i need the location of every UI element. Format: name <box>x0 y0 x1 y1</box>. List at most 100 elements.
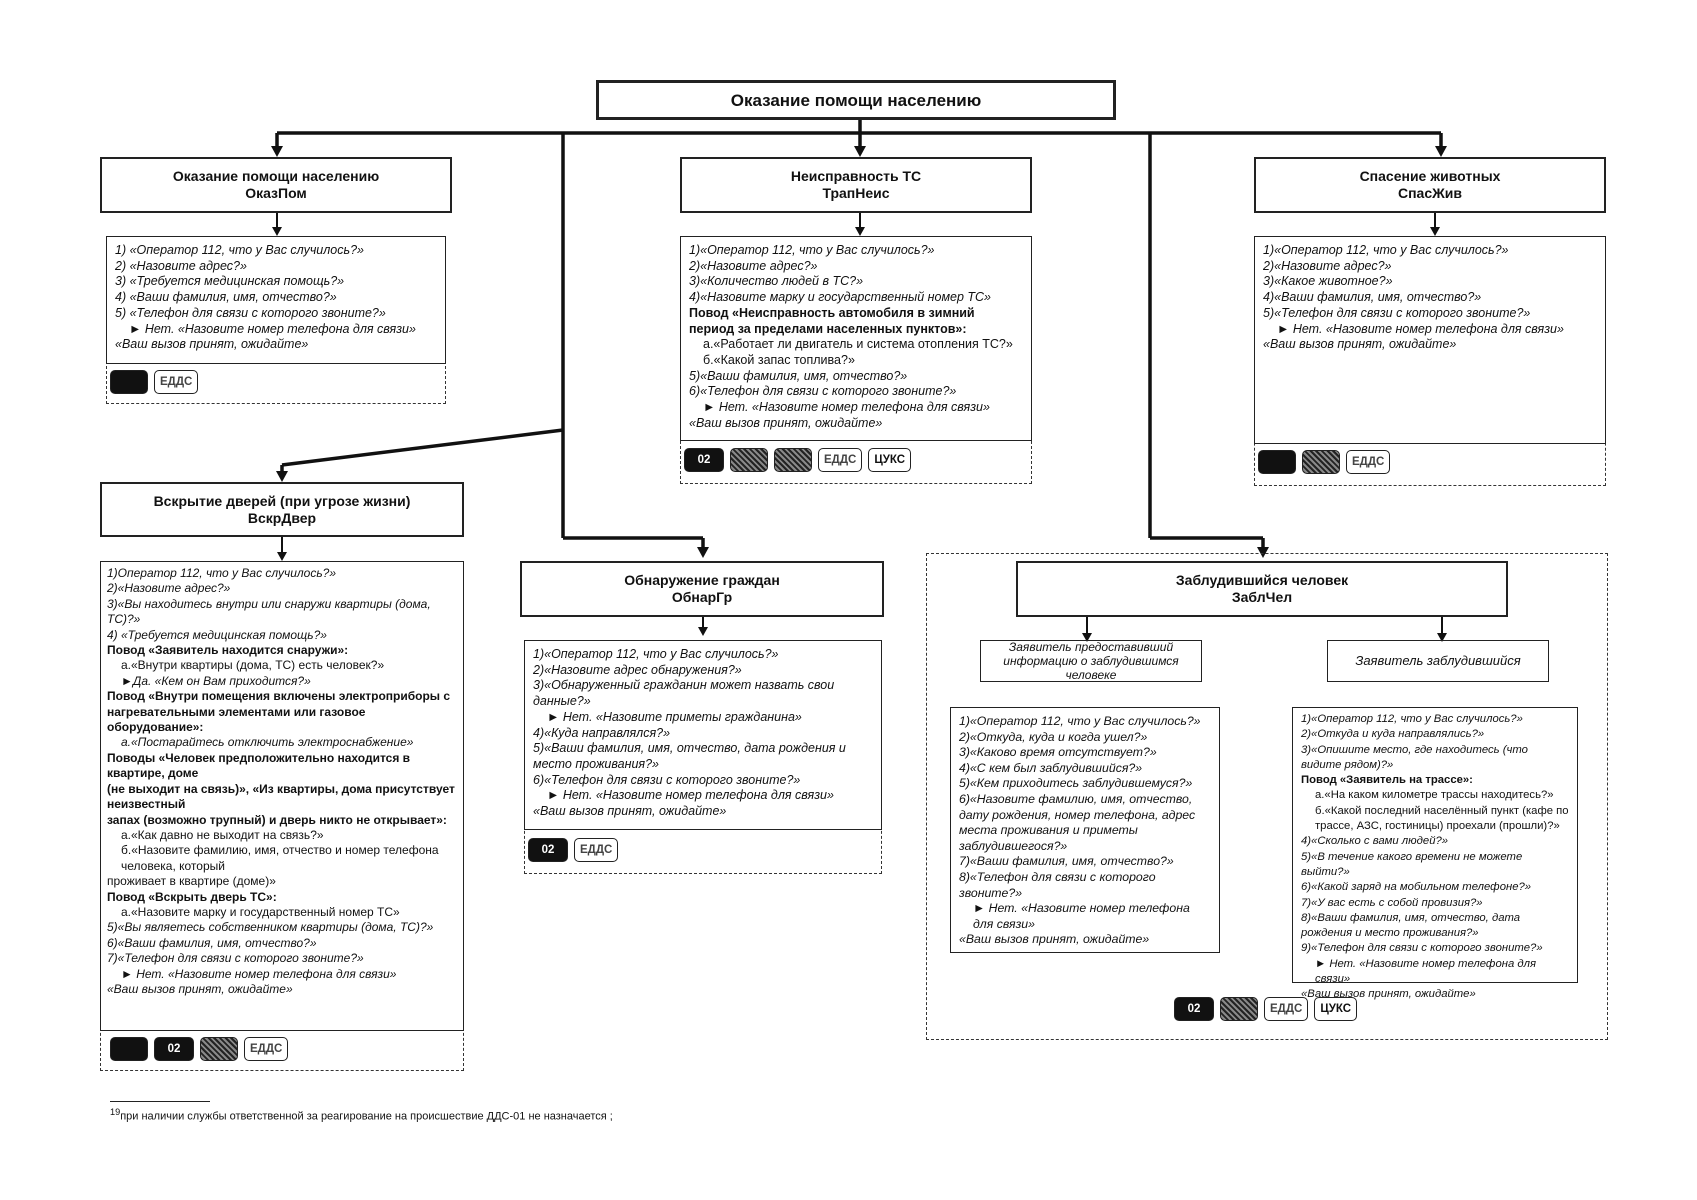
obnargr-line: 6)«Телефон для связи с которого звоните?… <box>533 772 801 787</box>
spaszhiv-line: 3)«Какое животное?» <box>1263 274 1393 289</box>
zablchel-services: 02 ЕДДС ЦУКС <box>1174 997 1358 1021</box>
zablchel-title-box: Заблудившийся человек ЗаблЧел <box>1016 561 1508 617</box>
spaszhiv-line: 1)«Оператор 112, что у Вас случилось?» <box>1263 243 1509 257</box>
service-badge-edds: ЕДДС <box>1346 450 1391 474</box>
zablchel-right-line: 4)«Сколько с вами людей?» <box>1301 835 1449 848</box>
service-badge-hatched <box>730 448 768 472</box>
zablchel-right-line: а.«На каком километре трассы находитесь?… <box>1315 789 1554 802</box>
zablchel-right-line: 9)«Телефон для связи с которого звоните?… <box>1301 942 1543 955</box>
zablchel-right-line: Повод «Заявитель на трассе»: <box>1301 774 1473 787</box>
vskrdver-line: Повод «Внутри помещения включены электро… <box>107 689 451 735</box>
vskrdver-line: а.«Постарайтесь отключить электроснабжен… <box>121 735 414 750</box>
zablchel-right-header: Заявитель заблудившийся <box>1327 640 1549 682</box>
spaszhiv-title-box: Спасение животных СпасЖив <box>1254 157 1606 213</box>
trapneis-text-box: 1)«Оператор 112, что у Вас случилось?» 2… <box>680 236 1032 441</box>
trapneis-title: Неисправность ТС <box>790 168 922 184</box>
vskrdver-line: 4) «Требуется медицинская помощь?» <box>107 627 327 642</box>
okazpom-line: 1) «Оператор 112, что у Вас случилось?» <box>115 243 364 257</box>
okazpom-line: ► Нет. «Назовите номер телефона для связ… <box>129 321 416 336</box>
vskrdver-code: ВскрДвер <box>247 509 317 526</box>
spaszhiv-code: СпасЖив <box>1397 185 1462 201</box>
zablchel-left-line: ► Нет. «Назовите номер телефона для связ… <box>973 901 1190 931</box>
trapneis-line: 6)«Телефон для связи с которого звоните?… <box>689 384 957 399</box>
trapneis-line: 5)«Ваши фамилия, имя, отчество?» <box>689 368 908 383</box>
vskrdver-line: 3)«Вы находитесь внутри или снаружи квар… <box>107 596 431 627</box>
obnargr-code: ОбнарГр <box>671 589 733 605</box>
obnargr-line: 3)«Обнаруженный гражданин может назвать … <box>533 678 835 709</box>
zablchel-right-line: 6)«Какой заряд на мобильном телефоне?» <box>1301 881 1532 894</box>
service-badge-edds: ЕДДС <box>154 370 199 394</box>
zablchel-title: Заблудившийся человек <box>1175 572 1349 588</box>
service-badge-black <box>110 1037 148 1061</box>
trapneis-line: 4)«Назовите марку и государственный номе… <box>689 290 992 305</box>
footnote-mark: 19 <box>110 1107 121 1117</box>
vskrdver-line: проживает в квартире (доме)» <box>107 874 276 889</box>
okazpom-title: Оказание помощи населению <box>172 168 380 184</box>
trapneis-line: 3)«Количество людей в ТС?» <box>689 274 864 289</box>
spaszhiv-line: 4)«Ваши фамилия, имя, отчество?» <box>1263 290 1482 305</box>
vskrdver-line: 2)«Назовите адрес?» <box>107 581 231 596</box>
zablchel-code: ЗаблЧел <box>1231 589 1293 605</box>
trapneis-line: а.«Работает ли двигатель и система отопл… <box>703 337 1013 352</box>
okazpom-services: ЕДДС <box>110 370 199 394</box>
obnargr-line: 2)«Назовите адрес обнаружения?» <box>533 662 742 677</box>
main-title: Оказание помощи населению <box>730 90 982 110</box>
zablchel-left-line: 6)«Назовите фамилию, имя, отчество, дату… <box>959 791 1196 853</box>
obnargr-text-box: 1)«Оператор 112, что у Вас случилось?» 2… <box>524 640 882 830</box>
zablchel-right-line: 8)«Ваши фамилия, имя, отчество, дата рож… <box>1301 911 1521 940</box>
vskrdver-line: ►Да. «Кем он Вам приходится?» <box>121 673 311 688</box>
service-badge-edds: ЕДДС <box>818 448 863 472</box>
zablchel-right-text-box: 1)«Оператор 112, что у Вас случилось?» 2… <box>1292 707 1578 1000</box>
zablchel-left-line: 2)«Откуда, куда и когда ушел?» <box>959 729 1148 744</box>
spaszhiv-title: Спасение животных <box>1359 168 1501 184</box>
zablchel-right-line: 5)«В течение какого времени не можете вы… <box>1301 850 1523 878</box>
vskrdver-line: (не выходит на связь)», «Из квартиры, до… <box>107 781 455 812</box>
zablchel-left-line: 7)«Ваши фамилия, имя, отчество?» <box>959 854 1174 869</box>
obnargr-title-box: Обнаружение граждан ОбнарГр <box>520 561 884 617</box>
spaszhiv-line: ► Нет. «Назовите номер телефона для связ… <box>1277 321 1564 336</box>
footnote: 19при наличии службы ответственной за ре… <box>110 1101 613 1123</box>
vskrdver-line: Повод «Вскрыть дверь ТС»: <box>107 889 277 904</box>
vskrdver-services: 02 ЕДДС <box>110 1037 289 1061</box>
zablchel-left-line: 3)«Каково время отсутствует?» <box>959 745 1157 760</box>
trapneis-line: Повод «Неисправность автомобиля в зимний… <box>689 305 975 336</box>
service-badge-hatched <box>200 1037 238 1061</box>
zablchel-right-line: 3)«Опишите место, где находитесь (что ви… <box>1301 743 1528 771</box>
service-badge-02: 02 <box>154 1037 194 1061</box>
trapneis-services: 02 ЕДДС ЦУКС <box>684 448 912 472</box>
vskrdver-line: 7)«Телефон для связи с которого звоните?… <box>107 951 364 966</box>
obnargr-line: «Ваш вызов принят, ожидайте» <box>533 804 727 819</box>
zablchel-left-line: 5)«Кем приходитесь заблудившемуся?» <box>959 776 1193 791</box>
okazpom-line: 3) «Требуется медицинская помощь?» <box>115 274 345 289</box>
vskrdver-line: б.«Назовите фамилию, имя, отчество и ном… <box>121 843 439 873</box>
zablchel-left-line: «Ваш вызов принят, ожидайте» <box>959 932 1150 947</box>
trapneis-line: б.«Какой запас топлива?» <box>703 352 855 367</box>
vskrdver-line: ► Нет. «Назовите номер телефона для связ… <box>121 966 397 981</box>
zablchel-left-header: Заявитель предоставивший информацию о за… <box>980 640 1202 682</box>
service-badge-hatched <box>774 448 812 472</box>
zablchel-left-line: 8)«Телефон для связи с которого звоните?… <box>959 869 1156 900</box>
service-badge-02: 02 <box>1174 997 1214 1021</box>
zablchel-right-line: б.«Какой последний населённый пункт (каф… <box>1315 804 1569 833</box>
trapneis-title-box: Неисправность ТС ТрапНеис <box>680 157 1032 213</box>
obnargr-line: 5)«Ваши фамилия, имя, отчество, дата рож… <box>533 741 846 771</box>
vskrdver-line: 5)«Вы являетесь собственником квартиры (… <box>107 920 434 935</box>
vskrdver-text-box: 1)Оператор 112, что у Вас случилось?» 2)… <box>100 561 464 1031</box>
obnargr-line: 1)«Оператор 112, что у Вас случилось?» <box>533 647 779 661</box>
okazpom-line: 5) «Телефон для связи с которого звоните… <box>115 305 386 320</box>
service-badge-black <box>110 370 148 394</box>
service-badge-02: 02 <box>684 448 724 472</box>
obnargr-line: ► Нет. «Назовите приметы гражданина» <box>547 709 802 724</box>
vskrdver-line: Повод «Заявитель находится снаружи»: <box>107 643 349 658</box>
zablchel-right-line: 7)«У вас есть с собой провизия?» <box>1301 896 1483 909</box>
spaszhiv-line: «Ваш вызов принят, ожидайте» <box>1263 337 1457 352</box>
obnargr-title: Обнаружение граждан <box>624 572 780 588</box>
spaszhiv-text-box: 1)«Оператор 112, что у Вас случилось?» 2… <box>1254 236 1606 444</box>
zablchel-left-line: 4)«С кем был заблудившийся?» <box>959 760 1143 775</box>
vskrdver-line: Поводы «Человек предположительно находит… <box>107 750 411 781</box>
zablchel-left-text-box: 1)«Оператор 112, что у Вас случилось?» 2… <box>950 707 1220 953</box>
zablchel-right-line: 1)«Оператор 112, что у Вас случилось?» <box>1301 713 1523 725</box>
zablchel-dashed-frame <box>926 553 1608 1040</box>
